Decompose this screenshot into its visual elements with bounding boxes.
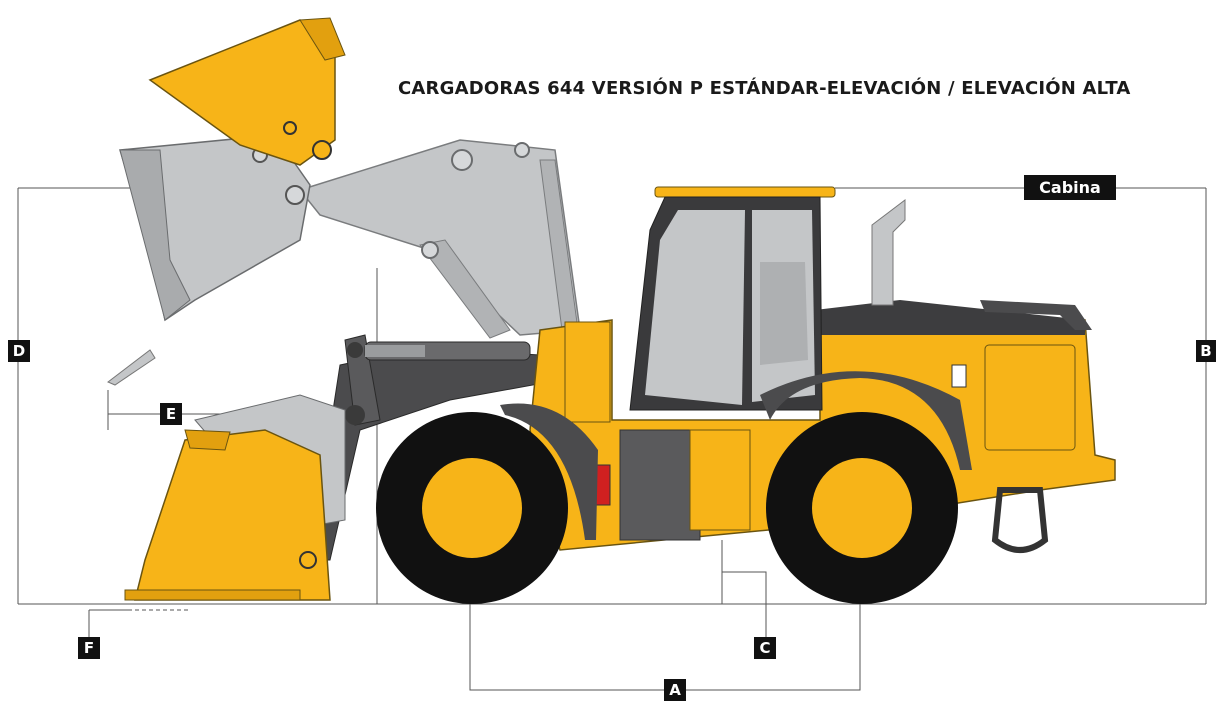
label-d: D [8, 340, 30, 362]
front-wheel [376, 412, 568, 604]
diagram-title: CARGADORAS 644 VERSIÓN P ESTÁNDAR-ELEVAC… [398, 78, 1131, 99]
raised-arm [298, 139, 581, 339]
label-f: F [78, 637, 100, 659]
lowered-bucket-yellow [124, 429, 331, 601]
exhaust-stack [871, 198, 906, 306]
label-c: C [754, 637, 776, 659]
lowered-arm [289, 334, 561, 561]
label-a: A [664, 679, 686, 701]
bucket-lip-outline [107, 349, 156, 386]
tow-handle [991, 487, 1049, 553]
raised-bucket-gray [119, 134, 311, 322]
cab [629, 186, 836, 411]
label-cabina: Cabina [1024, 175, 1116, 200]
front-fender [500, 403, 598, 540]
rear-fender [760, 371, 972, 470]
rear-wheel [766, 412, 958, 604]
label-e: E [160, 403, 182, 425]
label-b: B [1196, 340, 1216, 362]
raised-bucket-yellow [148, 17, 346, 166]
